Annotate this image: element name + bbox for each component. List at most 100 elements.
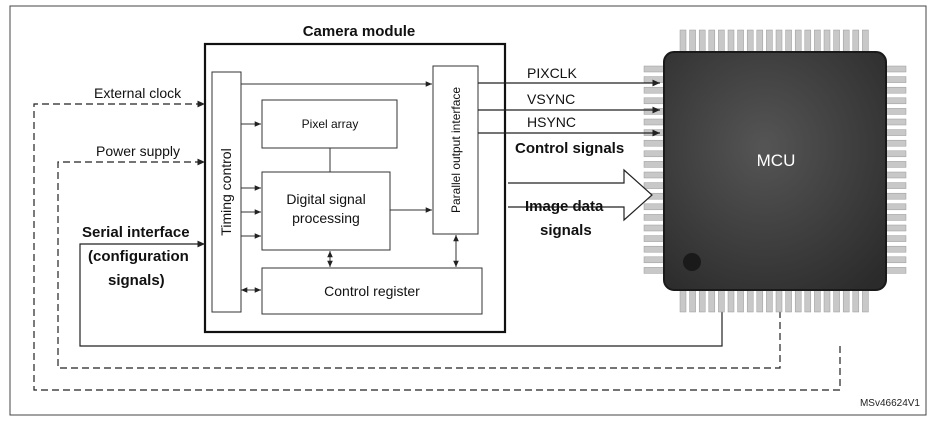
mcu-pin	[698, 29, 706, 53]
mcu-pins-right	[885, 65, 907, 274]
mcu-pin	[823, 289, 831, 313]
mcu-pin	[794, 289, 802, 313]
mcu-pin	[885, 97, 907, 105]
mcu-pin	[756, 289, 764, 313]
pixclk-label: PIXCLK	[527, 65, 577, 81]
mcu-pin	[718, 289, 725, 313]
mcu-pin	[643, 150, 665, 158]
mcu-pin	[842, 289, 850, 313]
mcu-pin	[643, 108, 665, 115]
mcu-pin	[885, 171, 907, 179]
mcu-pin	[885, 76, 907, 83]
control-register-label: Control register	[324, 283, 420, 299]
mcu-pin	[833, 289, 840, 313]
mcu-pin	[775, 29, 783, 53]
dsp-block	[261, 171, 391, 251]
mcu-pin	[823, 29, 831, 53]
mcu-pin	[718, 29, 725, 53]
mcu-pin	[689, 29, 696, 53]
serial-interface-label-1: Serial interface	[82, 224, 190, 241]
mcu-pin	[885, 245, 907, 253]
pixel-array-label: Pixel array	[302, 117, 359, 131]
vsync-label: VSYNC	[527, 91, 575, 107]
external-clock-line	[33, 100, 841, 391]
mcu-pin	[885, 65, 907, 73]
mcu-pin	[643, 235, 665, 242]
image-data-label-2: signals	[540, 222, 592, 239]
mcu-pin	[679, 29, 687, 53]
parallel-output-label: Parallel output interface	[449, 87, 463, 213]
control-register-block	[261, 267, 483, 315]
mcu-pin	[885, 256, 907, 264]
mcu-pins-bottom	[679, 289, 869, 313]
mcu-pin	[842, 29, 850, 53]
mcu-pin	[885, 267, 907, 274]
mcu-pin	[746, 289, 754, 313]
mcu-pin	[766, 289, 773, 313]
mcu-pin	[643, 245, 665, 253]
external-clock-label: External clock	[94, 85, 182, 101]
reference-code: MSv46624V1	[860, 398, 920, 409]
outer-frame	[9, 5, 927, 416]
mcu-pin	[814, 289, 821, 313]
control-signals-label: Control signals	[515, 140, 624, 157]
serial-interface-line	[79, 240, 723, 347]
mcu-pin	[643, 224, 665, 232]
camera-module-box	[203, 42, 507, 334]
mcu-pin	[794, 29, 802, 53]
mcu-pin	[643, 171, 665, 179]
mcu-pin	[708, 29, 716, 53]
hsync-label: HSYNC	[527, 114, 576, 130]
mcu-pin	[775, 289, 783, 313]
mcu-pin	[804, 289, 812, 313]
mcu-pin	[737, 29, 744, 53]
mcu-pin	[643, 161, 665, 168]
mcu-pin	[814, 29, 821, 53]
mcu-pin	[737, 289, 744, 313]
output-signal-lines	[478, 79, 660, 137]
mcu-pin	[885, 150, 907, 158]
mcu-pin	[885, 129, 907, 136]
mcu-pin	[727, 29, 735, 53]
mcu-pin	[643, 203, 665, 211]
mcu-pin	[885, 224, 907, 232]
mcu-pin	[885, 214, 907, 221]
mcu-pin	[689, 289, 696, 313]
mcu-pin	[643, 118, 665, 126]
mcu-pin	[727, 289, 735, 313]
mcu-pin	[698, 289, 706, 313]
mcu-chip: MCU	[643, 29, 907, 313]
power-supply-label: Power supply	[96, 143, 180, 159]
image-data-label-1: Image data	[525, 198, 604, 215]
mcu-pin	[756, 29, 764, 53]
timing-control-label: Timing control	[218, 148, 234, 235]
mcu-pin	[708, 289, 716, 313]
internal-connectors	[241, 81, 459, 293]
mcu-pin	[643, 256, 665, 264]
camera-module-title: Camera module	[303, 23, 416, 40]
mcu-pin	[885, 182, 907, 189]
mcu-pins-top	[679, 29, 869, 53]
mcu-pin	[885, 86, 907, 94]
mcu-pin	[885, 139, 907, 147]
mcu-pins-left	[643, 65, 665, 274]
mcu-pin	[643, 97, 665, 105]
mcu-pin	[833, 29, 840, 53]
mcu-pin	[643, 65, 665, 73]
mcu-pin1-marker	[683, 253, 701, 271]
parallel-output-block	[432, 65, 479, 235]
power-supply-line	[57, 158, 781, 369]
dsp-label-line2: processing	[292, 210, 360, 226]
mcu-pin	[643, 86, 665, 94]
mcu-pin	[885, 192, 907, 200]
mcu-pin	[746, 29, 754, 53]
mcu-pin	[885, 108, 907, 115]
mcu-pin	[804, 29, 812, 53]
mcu-pin	[852, 289, 860, 313]
mcu-label: MCU	[757, 151, 796, 170]
image-data-arrow	[508, 168, 653, 222]
mcu-pin	[862, 289, 869, 313]
mcu-pin	[885, 235, 907, 242]
